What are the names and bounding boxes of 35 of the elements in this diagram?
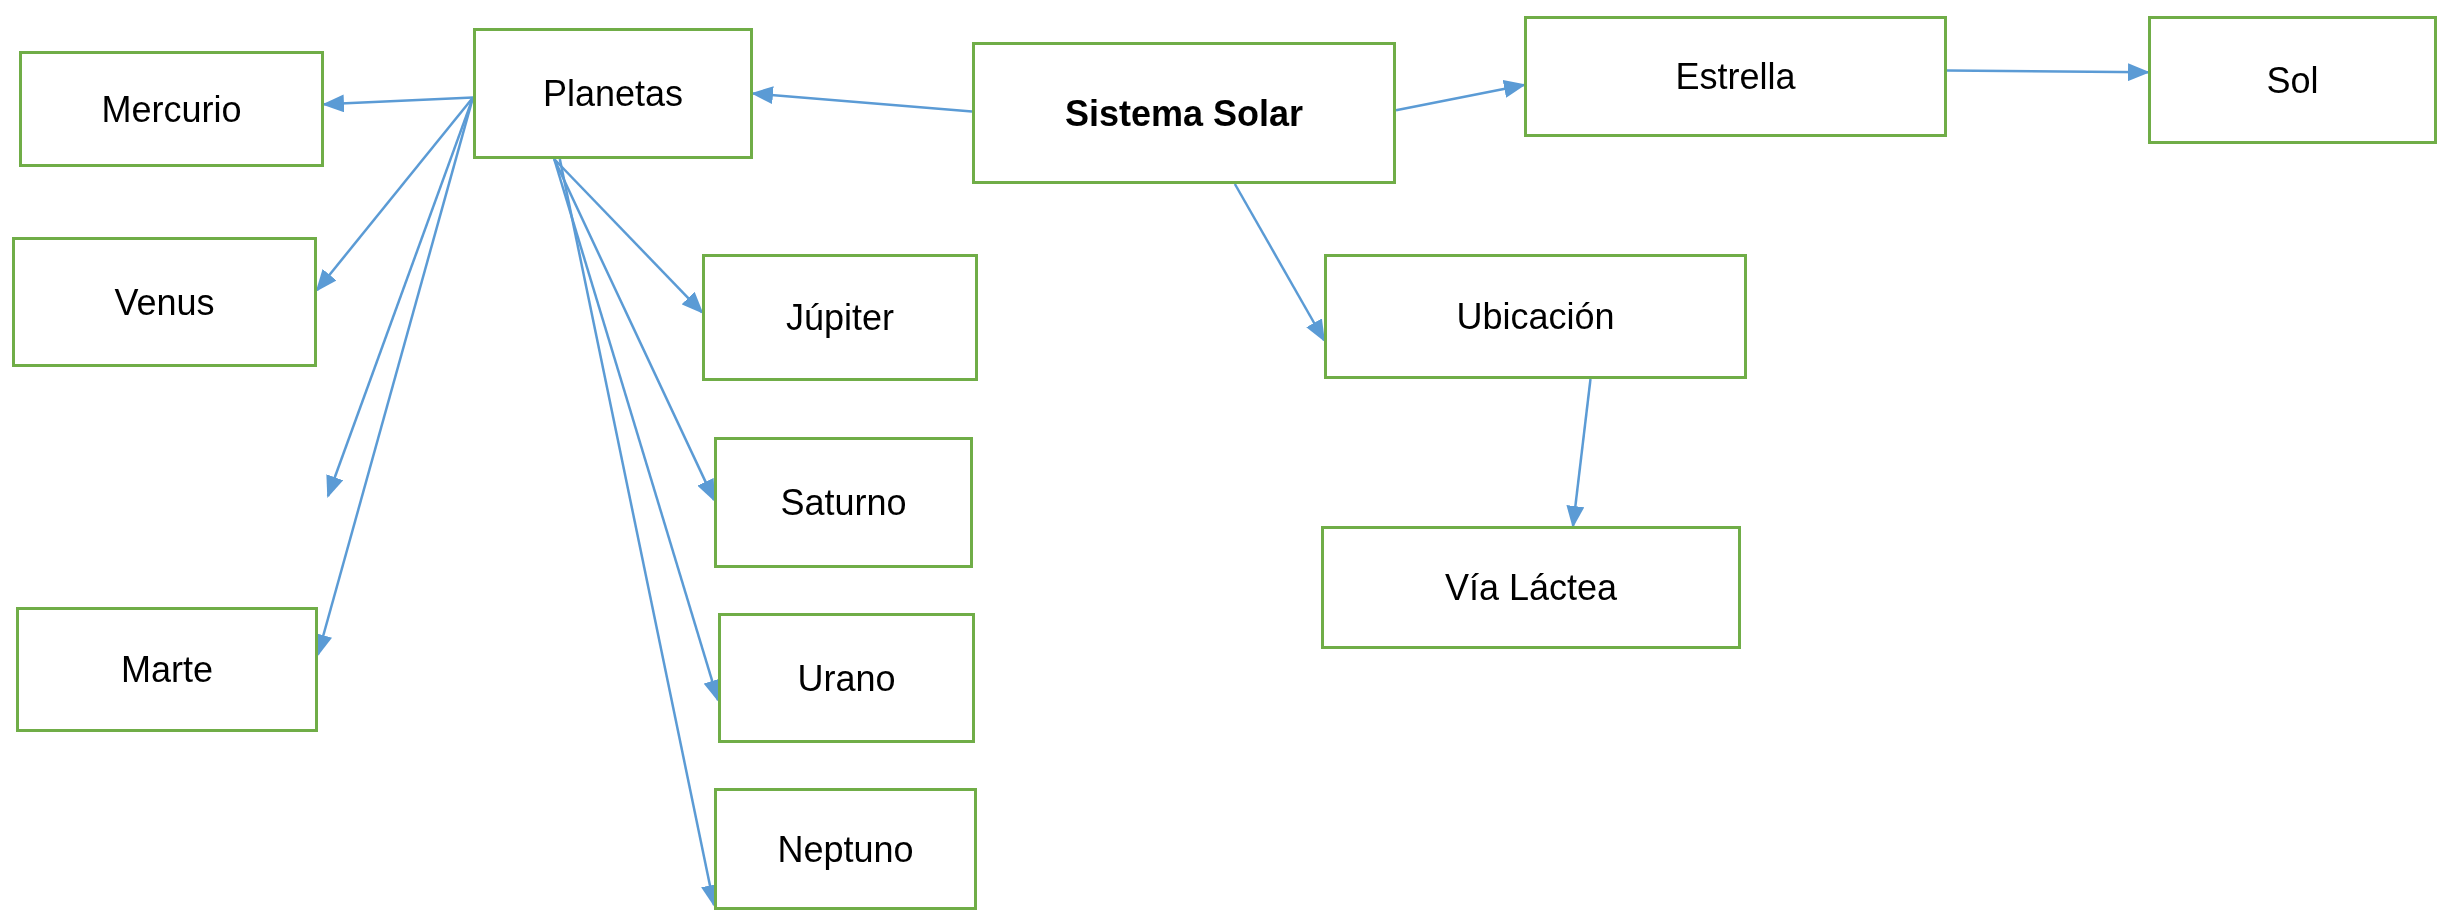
arrow [315, 96, 474, 292]
arrow [1233, 183, 1326, 342]
concept-box [1321, 526, 1741, 649]
box-label: Estrella [1675, 55, 1796, 99]
concept-box [718, 613, 975, 743]
arrow [553, 158, 704, 314]
box-label: Neptuno [777, 827, 914, 872]
box-label: Ubicación [1456, 295, 1615, 339]
box-label: Marte [121, 648, 213, 692]
concept-box [702, 254, 978, 381]
arrow [1947, 63, 2150, 82]
concept-box [714, 437, 973, 568]
arrow [1395, 80, 1526, 112]
concept-box [16, 607, 318, 732]
arrow [553, 158, 716, 502]
box-label: Sistema Solar [1064, 91, 1304, 136]
box-label: Sol [2266, 58, 2319, 103]
box-label: Planetas [542, 72, 684, 116]
concept-box [2148, 16, 2437, 144]
concept-box [1324, 254, 1747, 379]
box-label: Mercurio [101, 87, 242, 132]
concept-box [972, 42, 1396, 184]
concept-box [473, 28, 753, 159]
box-label: Vía Láctea [1444, 566, 1618, 610]
concept-box [714, 788, 977, 910]
concept-box [1524, 16, 1947, 137]
arrow [1566, 378, 1592, 528]
box-label: Saturno [780, 481, 907, 525]
arrow [322, 94, 474, 113]
arrow [751, 86, 973, 113]
box-label: Júpiter [785, 296, 895, 340]
box-label: Venus [114, 280, 215, 325]
concept-box [12, 237, 317, 367]
concept-box [19, 51, 324, 167]
box-label: Urano [797, 656, 896, 701]
